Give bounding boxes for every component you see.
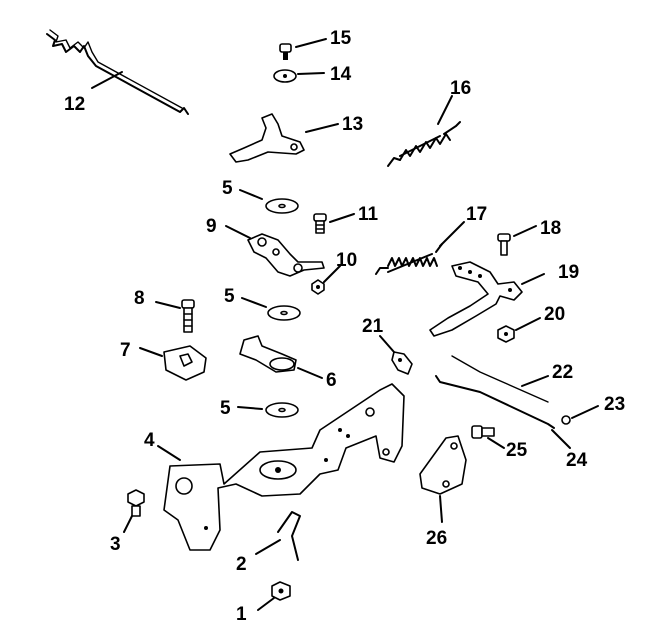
callout-5b: 5: [224, 286, 235, 307]
leader-4: [157, 445, 181, 461]
callout-1: 1: [236, 604, 247, 625]
callout-21: 21: [362, 316, 384, 337]
callout-6: 6: [326, 370, 337, 391]
callout-10: 10: [336, 250, 357, 271]
callout-23: 23: [604, 394, 625, 415]
callout-9: 9: [206, 216, 217, 237]
part-1-nut: [257, 581, 291, 611]
callout-2: 2: [236, 554, 247, 575]
leader-26: [439, 495, 443, 523]
callout-22: 22: [552, 362, 573, 383]
part-5-washer-c: [237, 402, 299, 418]
part-14-washer: [273, 69, 325, 83]
callout-5a: 5: [222, 178, 233, 199]
leader-5b: [241, 297, 267, 308]
part-25-screw: [471, 425, 505, 449]
callout-25: 25: [506, 440, 528, 461]
callout-19: 19: [558, 262, 579, 283]
part-24-rod: [435, 375, 571, 449]
part-7-nut-plate: [139, 345, 207, 381]
part-10-nut: [311, 265, 341, 295]
leader-19: [521, 273, 545, 285]
leader-20: [515, 317, 541, 331]
leader-5a: [239, 189, 263, 200]
part-3-screw: [123, 489, 145, 533]
part-20-nut: [497, 317, 541, 343]
callout-26: 26: [426, 528, 447, 549]
leader-24: [551, 429, 571, 449]
leader-7: [139, 347, 163, 357]
leader-14: [297, 72, 325, 75]
callout-4: 4: [144, 430, 155, 451]
part-26-plate: [419, 435, 467, 523]
leader-10: [323, 265, 341, 283]
part-19-control-lever: [429, 261, 545, 337]
part-6-bracket: [239, 335, 323, 379]
part-2-spring-clip: [255, 511, 301, 561]
callout-5c: 5: [220, 398, 231, 419]
leader-5c: [237, 406, 263, 410]
leader-11: [329, 213, 355, 223]
part-13-lever: [229, 113, 339, 163]
callout-8: 8: [134, 288, 145, 309]
leader-12: [91, 71, 123, 89]
part-4-control-bracket: [157, 383, 405, 551]
leader-22: [521, 375, 549, 387]
part-11-screw: [313, 213, 355, 234]
callout-12: 12: [64, 94, 85, 115]
callout-16: 16: [450, 78, 471, 99]
part-15-screw: [279, 38, 327, 60]
leader-17: [439, 221, 465, 247]
callout-13: 13: [342, 114, 363, 135]
callout-17: 17: [466, 204, 487, 225]
leader-21: [379, 335, 395, 353]
leader-25: [487, 437, 505, 449]
leader-23: [571, 405, 599, 419]
part-9-governor-arm: [225, 225, 325, 277]
leader-13: [305, 123, 339, 133]
leader-1: [257, 597, 275, 611]
part-8-bolt: [155, 299, 195, 333]
callout-18: 18: [540, 218, 561, 239]
leader-16: [437, 95, 453, 125]
callout-11: 11: [358, 204, 379, 225]
part-5-washer-b: [241, 297, 301, 321]
leader-18: [513, 225, 537, 237]
part-12-link-rod: [46, 29, 189, 115]
part-21-clip: [379, 335, 413, 375]
callout-15: 15: [330, 28, 352, 49]
leader-15: [295, 38, 327, 48]
leader-6: [297, 367, 323, 379]
part-16-spring: [387, 95, 461, 167]
part-5-washer-a: [239, 189, 299, 214]
callout-3: 3: [110, 534, 121, 555]
callout-24: 24: [566, 450, 588, 471]
leader-3: [123, 515, 133, 533]
part-23-clip: [561, 405, 599, 425]
callout-7: 7: [120, 340, 131, 361]
leader-9: [225, 225, 251, 239]
part-22-rod: [451, 355, 549, 403]
callout-14: 14: [330, 64, 352, 85]
callout-20: 20: [544, 304, 565, 325]
leader-2: [255, 539, 281, 555]
part-18-bolt: [497, 225, 537, 256]
leader-8: [155, 301, 181, 309]
part-17-spring: [375, 221, 465, 275]
